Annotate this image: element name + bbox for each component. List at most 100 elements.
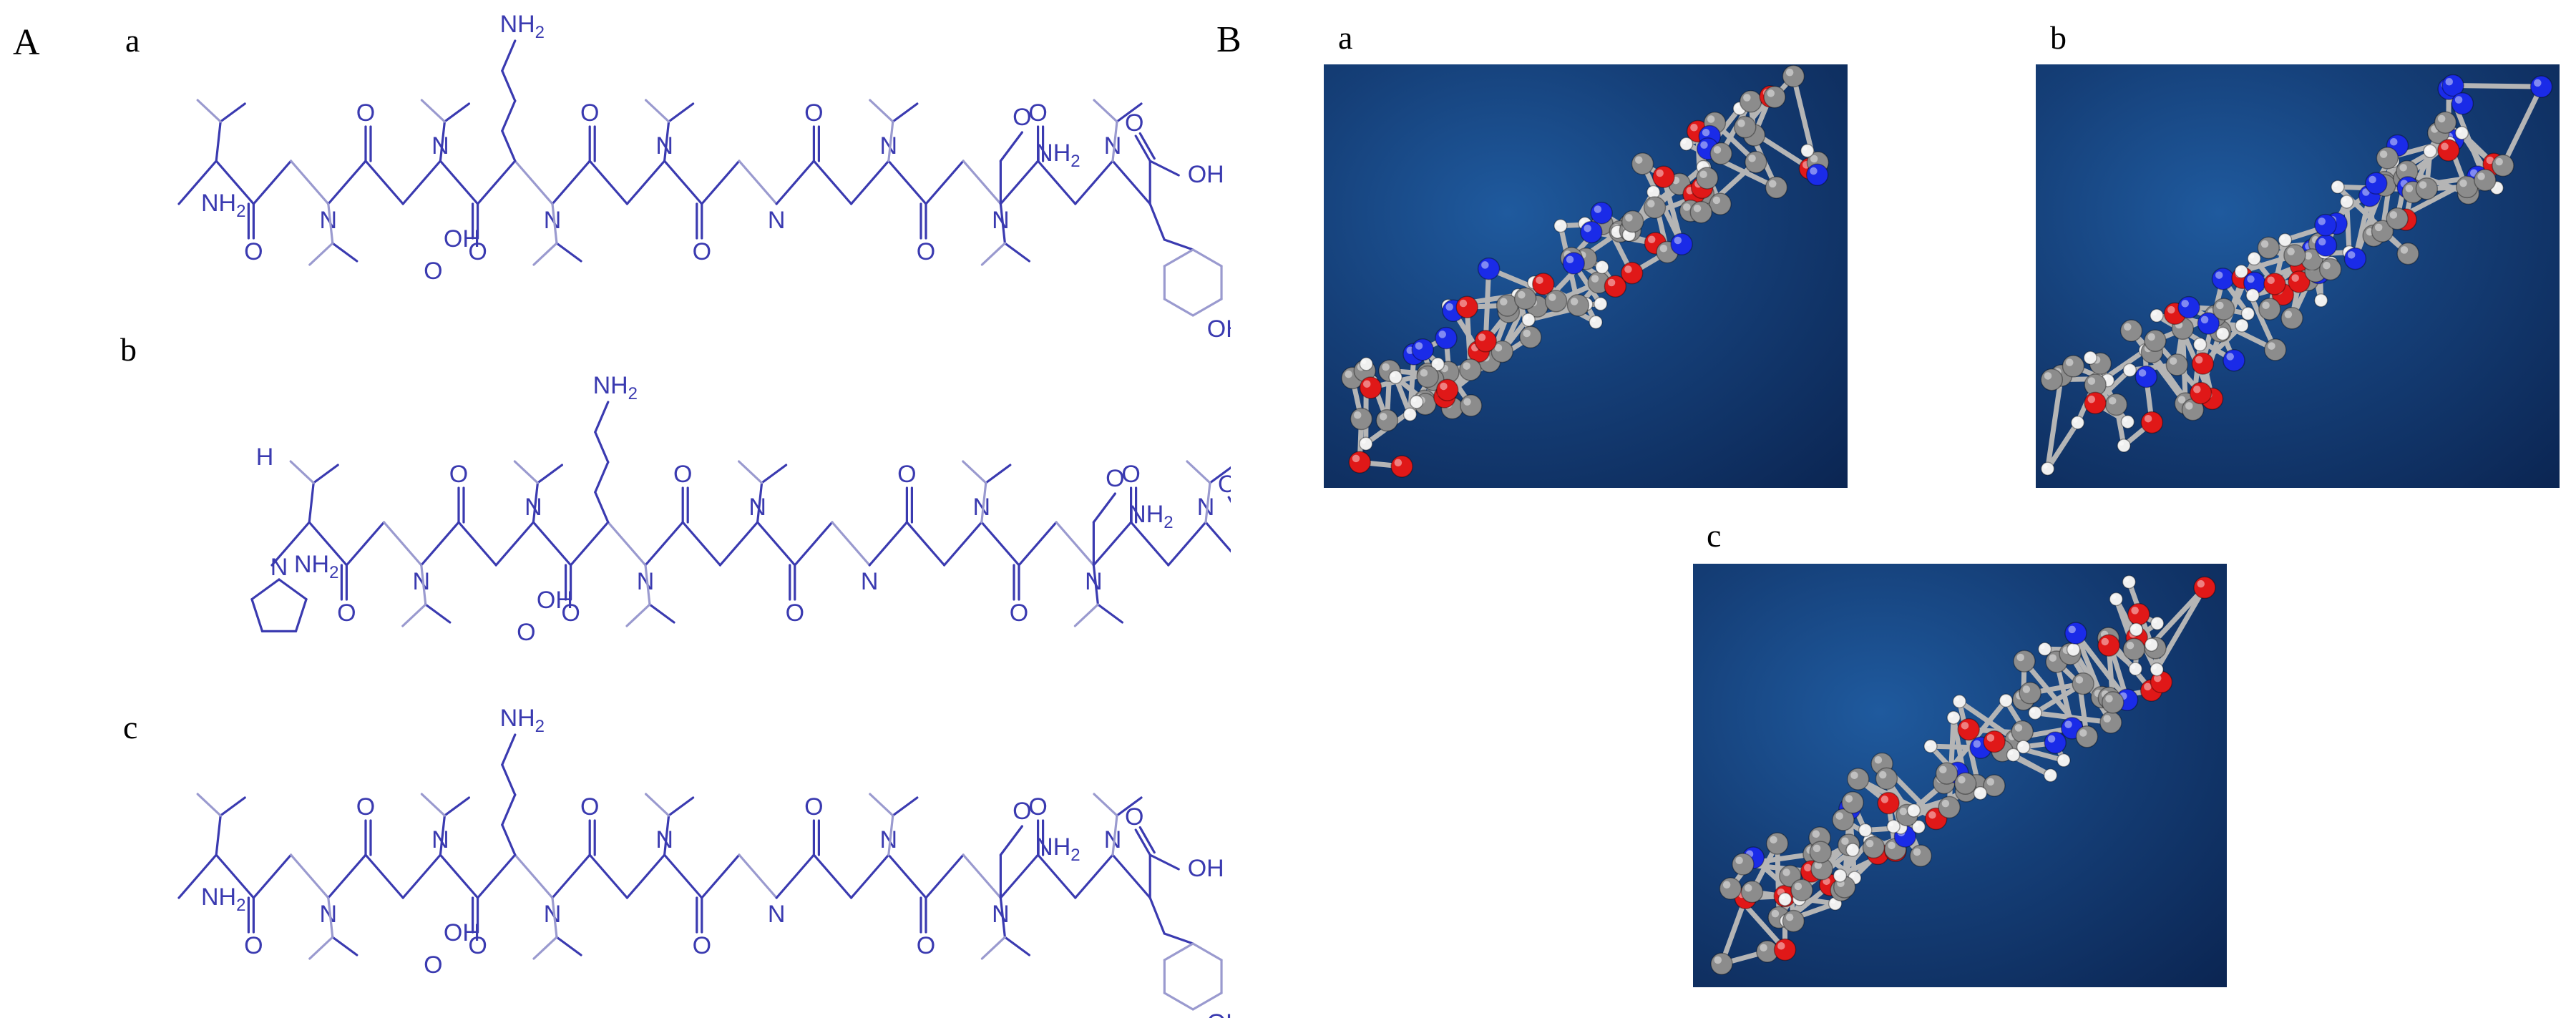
backbone-bond xyxy=(849,160,890,205)
oxygen-atom xyxy=(2288,270,2311,293)
side-chain-bond xyxy=(1096,603,1124,624)
hydrogen-atom xyxy=(2083,351,2098,365)
atom-highlight xyxy=(2215,271,2223,279)
c-term-bond xyxy=(1148,853,1180,871)
hydrogen-atom xyxy=(1359,357,1374,371)
double-bond xyxy=(1138,132,1156,160)
oxygen-atom xyxy=(1531,273,1555,295)
backbone-bond xyxy=(569,521,610,567)
oxygen-atom xyxy=(2140,411,2164,434)
hydrogen-atom xyxy=(2122,363,2137,378)
atom-highlight xyxy=(1785,69,1794,77)
backbone-bond xyxy=(924,853,965,899)
hydrogen-atom xyxy=(2122,574,2137,589)
model-bond xyxy=(1661,176,1684,245)
asn-oxygen: O xyxy=(1106,465,1124,492)
oxygen-atom xyxy=(2127,602,2150,626)
atom-highlight xyxy=(2125,366,2130,371)
backbone-bond xyxy=(962,160,1002,205)
oxygen-atom xyxy=(2084,391,2107,415)
atom-highlight xyxy=(2457,128,2462,133)
backbone-bond xyxy=(756,521,796,567)
side-chain-bond xyxy=(1073,603,1100,627)
nitrogen-atom xyxy=(1670,233,1693,256)
atom-highlight xyxy=(2318,217,2326,225)
proline-ring-bond xyxy=(278,578,308,601)
backbone-bond xyxy=(887,160,927,205)
carbon-atom xyxy=(1631,152,1654,175)
atom-highlight xyxy=(1760,944,1767,952)
nitrogen-atom xyxy=(2197,312,2220,335)
atom-highlight xyxy=(2068,625,2076,634)
hydrogen-atom xyxy=(2006,748,2021,763)
side-chain-bond xyxy=(327,202,334,245)
double-bond xyxy=(1134,134,1151,162)
asn-bond xyxy=(999,131,1024,162)
hydrogen-atom xyxy=(1595,260,1609,275)
atom-highlight xyxy=(2131,607,2139,615)
lysine-chain-bond xyxy=(501,99,517,132)
atom-highlight xyxy=(2043,464,2048,469)
backbone-bond xyxy=(999,160,1040,205)
atom-highlight xyxy=(2001,695,2006,701)
atom-highlight xyxy=(1802,146,1807,151)
atom-highlight xyxy=(1693,205,1702,212)
side-chain-bond xyxy=(439,120,447,162)
hydrogen-atom xyxy=(2192,337,2207,352)
backbone-bond xyxy=(1036,853,1077,899)
peptide-structure-c: OOOOOOOONNNNNNNNNH2NH2OHOONH2OOHOH xyxy=(177,705,1231,1018)
c-term-oxygen: O xyxy=(1218,471,1231,498)
atom-highlight xyxy=(1845,795,1853,803)
atom-highlight xyxy=(2123,417,2128,422)
lysine-chain-bond xyxy=(594,431,610,464)
atom-highlight xyxy=(2437,114,2446,123)
atom-highlight xyxy=(2046,770,2051,775)
side-chain-bond xyxy=(980,481,987,524)
hydrogen-atom xyxy=(2037,642,2052,657)
backbone-bond xyxy=(1167,521,1207,567)
carbon-atom xyxy=(1790,878,1813,901)
atom-highlight xyxy=(2454,96,2463,104)
lysine-chain-bond xyxy=(594,491,610,524)
atom-highlight xyxy=(1702,129,1710,137)
hydrogen-atom xyxy=(2120,414,2135,429)
nitrogen-atom xyxy=(2314,234,2338,257)
hydrogen-atom xyxy=(1594,297,1608,311)
atom-highlight xyxy=(1556,221,1561,226)
atom-highlight xyxy=(2200,315,2209,324)
nitrogen-atom xyxy=(2314,213,2337,237)
carbon-atom xyxy=(1782,909,1805,933)
side-chain-bond xyxy=(1111,120,1118,162)
atom-highlight xyxy=(2059,755,2064,760)
c-term-bond xyxy=(1148,160,1180,177)
atom-highlight xyxy=(1782,868,1790,876)
atom-highlight xyxy=(1382,363,1390,371)
carbon-atom xyxy=(2101,691,2124,714)
hydrogen-atom xyxy=(1911,819,1926,834)
carbon-atom xyxy=(1739,89,1762,113)
hydrogen-atom xyxy=(2117,439,2131,453)
asn-oxygen: O xyxy=(1013,104,1031,131)
side-chain-bond xyxy=(663,814,670,856)
structure-label-a: a xyxy=(125,22,140,59)
atom-highlight xyxy=(2016,653,2024,662)
atom-highlight xyxy=(2236,267,2242,272)
atom-highlight xyxy=(2152,665,2157,670)
backbone-bond xyxy=(401,853,442,899)
atom-highlight xyxy=(2534,79,2542,87)
atom-highlight xyxy=(2287,248,2295,255)
side-chain-bond xyxy=(1111,814,1118,856)
carbon-atom xyxy=(2474,169,2497,192)
atom-highlight xyxy=(2284,310,2293,318)
atom-highlight xyxy=(1518,290,1526,299)
ring-bond xyxy=(1163,942,1194,961)
side-chain-bond xyxy=(196,99,222,123)
carbon-atom xyxy=(2122,637,2146,661)
carbon-atom xyxy=(1491,340,1513,363)
side-chain-bond xyxy=(980,936,1007,960)
oxygen-atom xyxy=(2189,381,2212,405)
hydrogen-atom xyxy=(2040,461,2055,476)
side-chain-bond xyxy=(1116,102,1143,123)
side-chain-bond xyxy=(887,814,894,856)
backbone-bond xyxy=(868,521,909,567)
